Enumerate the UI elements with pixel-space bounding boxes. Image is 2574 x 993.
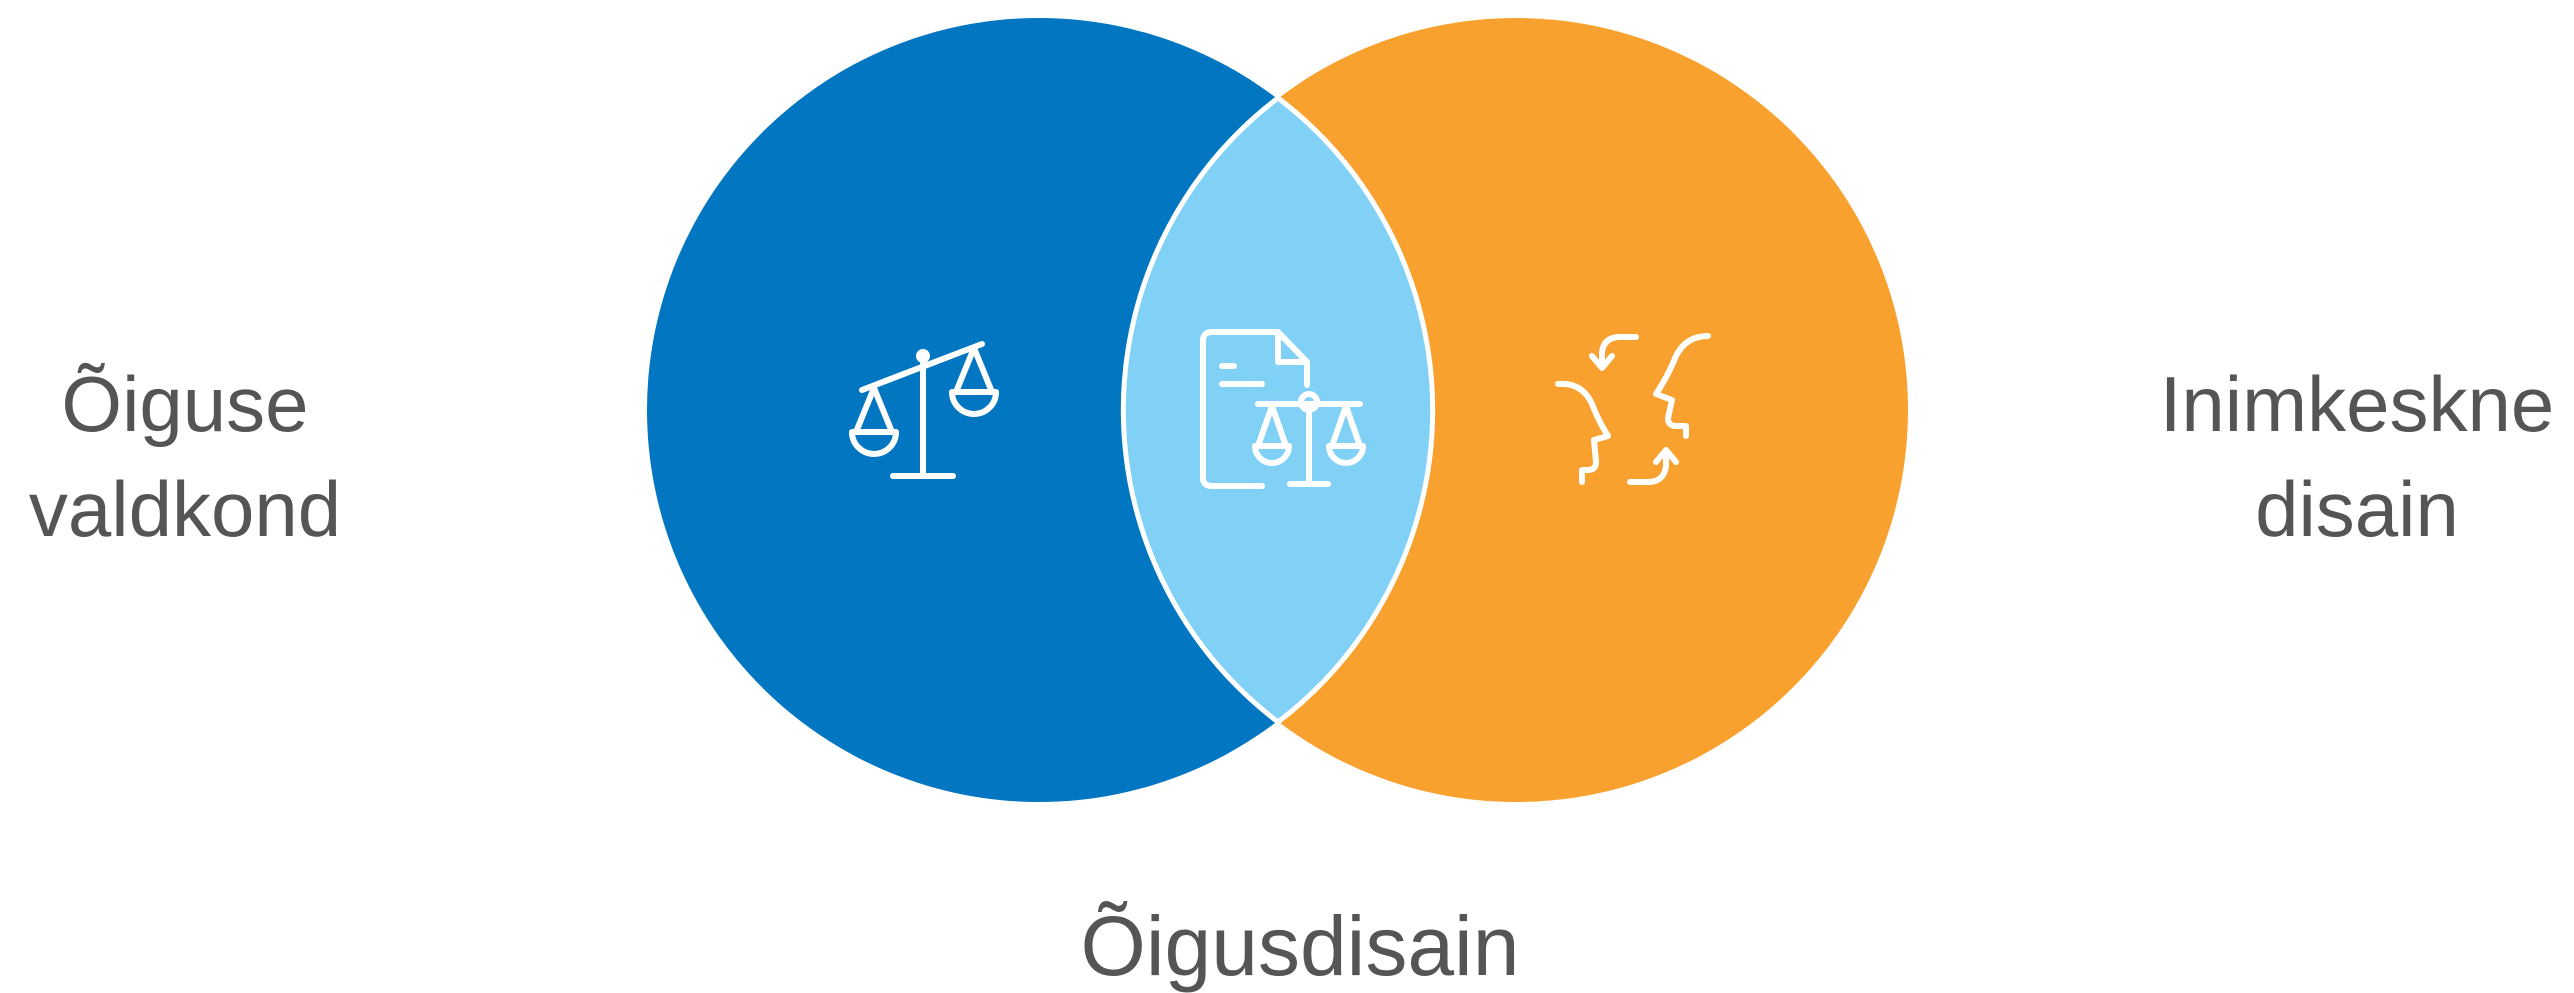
right-set-label: Inimkeskne disain <box>2140 352 2574 563</box>
intersection-region <box>1120 18 1436 802</box>
two-faces-exchange-icon <box>1555 333 1711 485</box>
scales-of-justice-icon <box>849 341 999 479</box>
intersection-label: Õigusdisain <box>900 899 1700 993</box>
intersection-label-text: Õigusdisain <box>1080 899 1520 993</box>
right-set-label-line-2: disain <box>2255 465 2459 554</box>
left-set-label-line-1: Õiguse <box>61 360 309 448</box>
right-set-label-line-1: Inimkeskne <box>2159 360 2555 448</box>
legal-document-scales-icon <box>1200 329 1366 489</box>
left-set-label-line-2: valdkond <box>28 465 342 554</box>
left-set-label: Õiguse valdkond <box>0 352 370 563</box>
